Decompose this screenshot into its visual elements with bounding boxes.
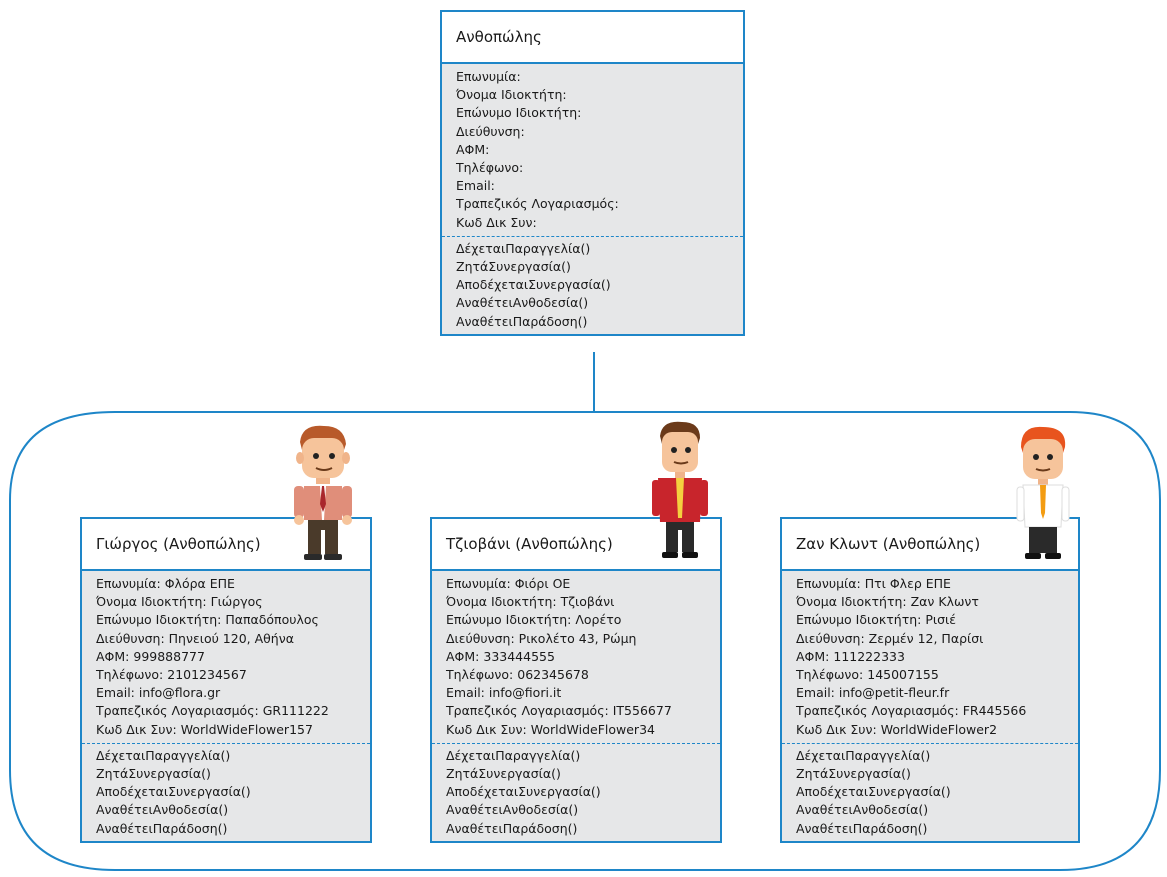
instance-title: Ζαν Κλωντ (Ανθοπώλης) (782, 519, 1078, 571)
attribute: Email: info@fiori.it (446, 685, 562, 701)
method: ΖητάΣυνεργασία() (796, 766, 911, 782)
instance-box-jean-claude: Ζαν Κλωντ (Ανθοπώλης) Επωνυμία: Πτι Φλερ… (780, 517, 1080, 843)
attribute: Τραπεζικός Λογαριασμός: FR445566 (796, 703, 1027, 719)
method: ΖητάΣυνεργασία() (456, 259, 571, 275)
method: ΑναθέτειΑνθοδεσία() (446, 802, 579, 818)
instance-attributes: Επωνυμία: Φλόρα ΕΠΕ Όνομα Ιδιοκτήτη: Γιώ… (82, 571, 370, 744)
attribute: Διεύθυνση: Πηνειού 120, Αθήνα (96, 630, 294, 646)
method: ΑποδέχεταιΣυνεργασία() (446, 784, 601, 800)
attribute: Όνομα Ιδιοκτήτη: Γιώργος (96, 594, 263, 610)
attribute: Κωδ Δικ Συν: WorldWideFlower2 (796, 721, 998, 737)
attribute: Διεύθυνση: (456, 123, 525, 139)
instance-methods: ΔέχεταιΠαραγγελία() ΖητάΣυνεργασία() Απο… (432, 743, 720, 841)
instance-attributes: Επωνυμία: Πτι Φλερ ΕΠΕ Όνομα Ιδιοκτήτη: … (782, 571, 1078, 744)
method: ΔέχεταιΠαραγγελία() (446, 747, 581, 763)
attribute: Κωδ Δικ Συν: WorldWideFlower34 (446, 721, 655, 737)
attribute: ΑΦΜ: 999888777 (96, 648, 205, 664)
method: ΑναθέτειΑνθοδεσία() (456, 295, 589, 311)
class-methods: ΔέχεταιΠαραγγελία() ΖητάΣυνεργασία() Απο… (442, 236, 743, 334)
giorgos-character-illustration (294, 425, 352, 560)
attribute: Διεύθυνση: Ρικολέτο 43, Ρώμη (446, 630, 637, 646)
method: ΑναθέτειΑνθοδεσία() (96, 802, 229, 818)
attribute: Επωνυμία: Φλόρα ΕΠΕ (96, 576, 235, 591)
method: ΖητάΣυνεργασία() (446, 766, 561, 782)
method: ΖητάΣυνεργασία() (96, 766, 211, 782)
class-title: Ανθοπώλης (442, 12, 743, 64)
method: ΔέχεταιΠαραγγελία() (796, 747, 931, 763)
attribute: Επωνυμία: Πτι Φλερ ΕΠΕ (796, 576, 951, 591)
attribute: Όνομα Ιδιοκτήτη: (456, 87, 567, 103)
method: ΑναθέτειΠαράδοση() (96, 820, 228, 836)
attribute: Τραπεζικός Λογαριασμός: (456, 196, 619, 212)
attribute: Email: (456, 178, 495, 194)
instance-box-giovanni: Τζιοβάνι (Ανθοπώλης) Επωνυμία: Φιόρι ΟΕ … (430, 517, 722, 843)
attribute: Τηλέφωνο: (456, 160, 524, 176)
instance-methods: ΔέχεταιΠαραγγελία() ΖητάΣυνεργασία() Απο… (782, 743, 1078, 841)
instance-attributes: Επωνυμία: Φιόρι ΟΕ Όνομα Ιδιοκτήτη: Τζιο… (432, 571, 720, 744)
method: ΑναθέτειΑνθοδεσία() (796, 802, 929, 818)
attribute: Επώνυμο Ιδιοκτήτη: Ρισιέ (796, 612, 957, 628)
attribute: Όνομα Ιδιοκτήτη: Τζιοβάνι (446, 594, 615, 610)
attribute: Επώνυμο Ιδιοκτήτη: Παπαδόπουλος (96, 612, 319, 628)
attribute: Επώνυμο Ιδιοκτήτη: Λορέτο (446, 612, 622, 628)
attribute: Τηλέφωνο: 062345678 (446, 667, 589, 683)
method: ΑναθέτειΠαράδοση() (796, 820, 928, 836)
attribute: Επώνυμο Ιδιοκτήτη: (456, 105, 582, 121)
attribute: ΑΦΜ: 111222333 (796, 648, 905, 664)
giovanni-character-illustration (652, 421, 708, 558)
attribute: Τηλέφωνο: 2101234567 (96, 667, 247, 683)
attribute: Επωνυμία: (456, 69, 521, 84)
attribute: ΑΦΜ: 333444555 (446, 648, 555, 664)
method: ΑναθέτειΠαράδοση() (446, 820, 578, 836)
method: ΔέχεταιΠαραγγελία() (96, 747, 231, 763)
attribute: Όνομα Ιδιοκτήτη: Ζαν Κλωντ (796, 594, 979, 610)
jean-claude-character-illustration (1016, 426, 1070, 559)
instance-box-giorgos: Γιώργος (Ανθοπώλης) Επωνυμία: Φλόρα ΕΠΕ … (80, 517, 372, 843)
attribute: ΑΦΜ: (456, 141, 490, 157)
instances-container (9, 411, 1161, 871)
attribute: Επωνυμία: Φιόρι ΟΕ (446, 576, 571, 591)
attribute: Κωδ Δικ Συν: (456, 214, 537, 230)
attribute: Email: info@petit-fleur.fr (796, 685, 950, 701)
method: ΑναθέτειΠαράδοση() (456, 313, 588, 329)
class-box-florist: Ανθοπώλης Επωνυμία: Όνομα Ιδιοκτήτη: Επώ… (440, 10, 745, 336)
class-attributes: Επωνυμία: Όνομα Ιδιοκτήτη: Επώνυμο Ιδιοκ… (442, 64, 743, 237)
method: ΑποδέχεταιΣυνεργασία() (96, 784, 251, 800)
method: ΑποδέχεταιΣυνεργασία() (796, 784, 951, 800)
attribute: Διεύθυνση: Ζερμέν 12, Παρίσι (796, 630, 984, 646)
attribute: Email: info@flora.gr (96, 685, 221, 701)
attribute: Τηλέφωνο: 145007155 (796, 667, 939, 683)
method: ΑποδέχεταιΣυνεργασία() (456, 277, 611, 293)
method: ΔέχεταιΠαραγγελία() (456, 240, 591, 256)
attribute: Τραπεζικός Λογαριασμός: IT556677 (446, 703, 672, 719)
attribute: Κωδ Δικ Συν: WorldWideFlower157 (96, 721, 313, 737)
instance-methods: ΔέχεταιΠαραγγελία() ΖητάΣυνεργασία() Απο… (82, 743, 370, 841)
attribute: Τραπεζικός Λογαριασμός: GR111222 (96, 703, 329, 719)
